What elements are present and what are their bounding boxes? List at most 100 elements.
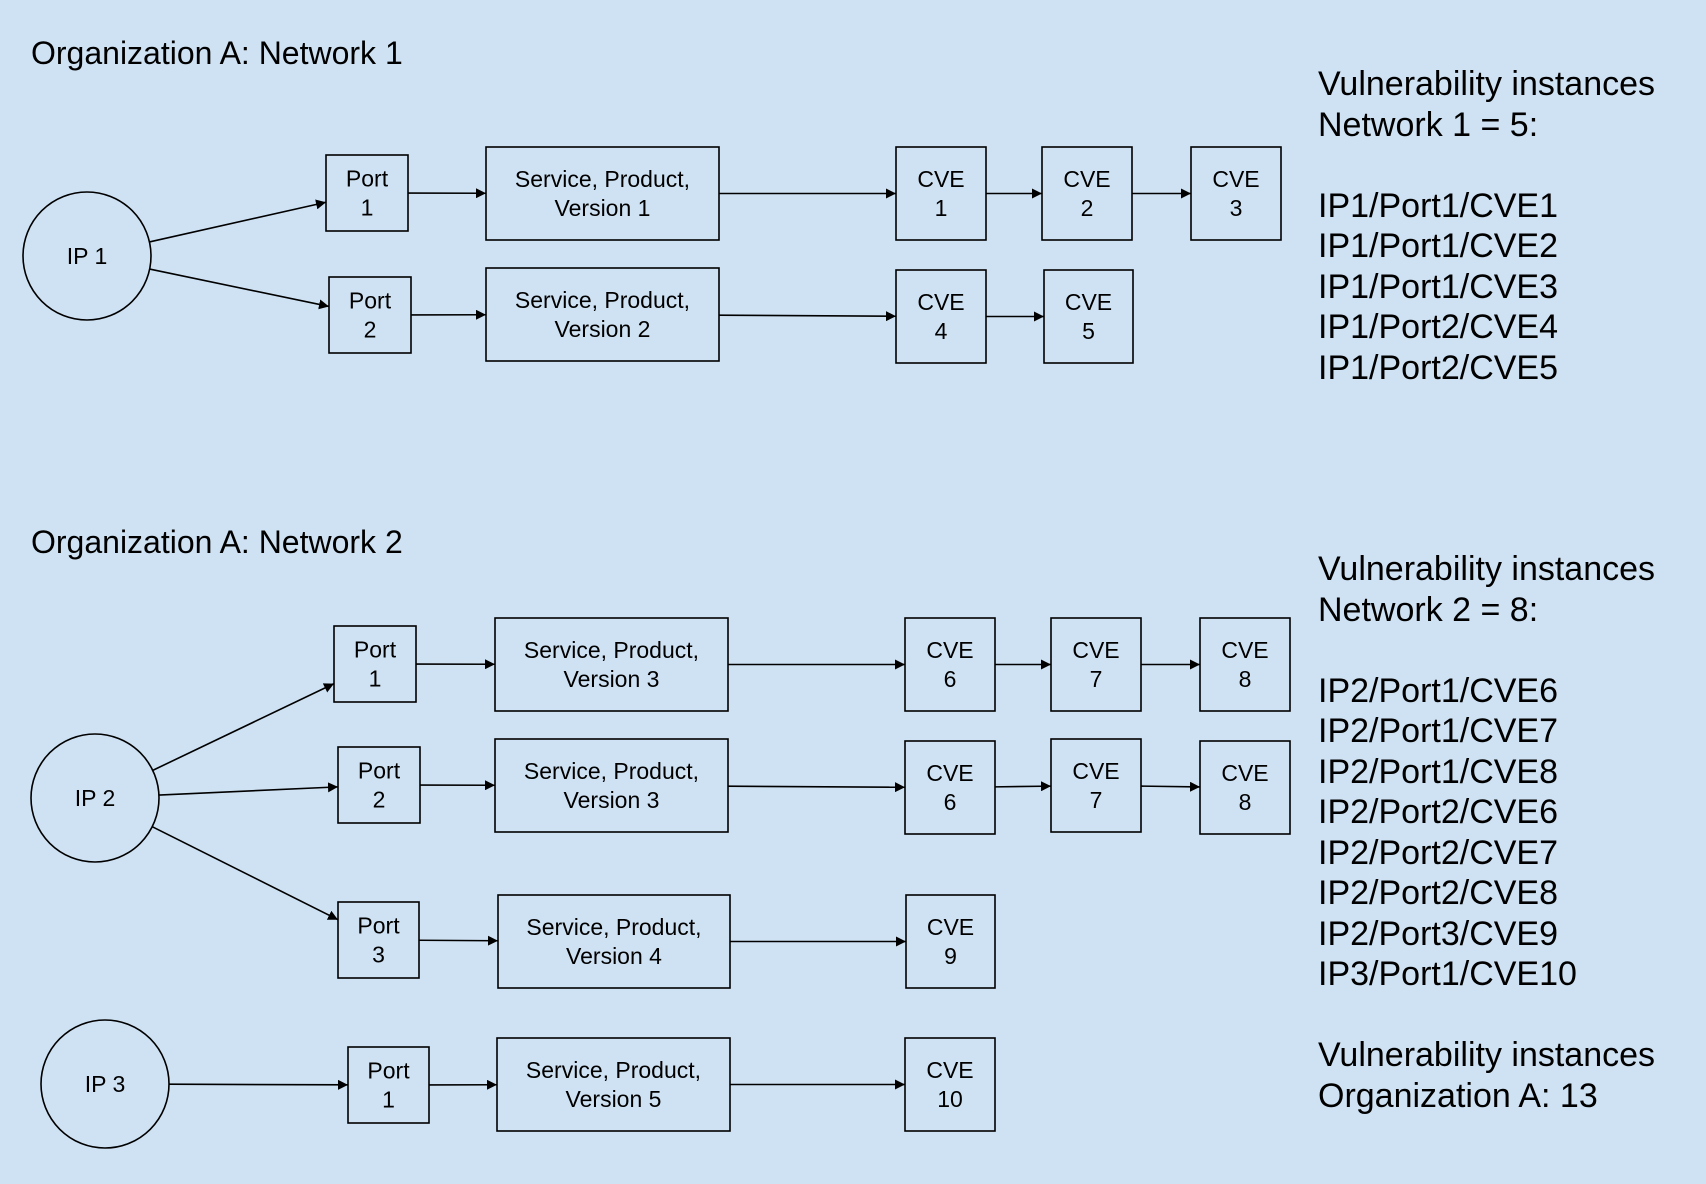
cve-label: CVE xyxy=(926,760,973,786)
cve-shape xyxy=(904,740,996,835)
instance-line: IP1/Port1/CVE2 xyxy=(1318,227,1559,265)
edge-arrow-n2s2-to-cve6b xyxy=(727,782,906,793)
cve-label: CVE xyxy=(917,289,964,315)
cve-node-cve8a: CVE8 xyxy=(1199,617,1291,712)
port-label: 1 xyxy=(382,1087,395,1113)
summary-title-line: Vulnerability instances xyxy=(1318,550,1656,588)
service-label: Service, Product, xyxy=(526,1057,701,1083)
edge-arrow-ip1-to-n1p2 xyxy=(149,268,330,310)
cve-label: CVE xyxy=(1212,166,1259,192)
port-label: 1 xyxy=(369,666,382,692)
summary-count-line: Network 2 = 8: xyxy=(1318,590,1539,629)
cve-node-cve4: CVE4 xyxy=(895,269,987,364)
port-node-n2p1: Port 1 xyxy=(333,625,417,703)
cve-shape xyxy=(1050,617,1142,712)
cve-shape xyxy=(904,1037,996,1132)
cve-shape xyxy=(1050,738,1142,833)
port-node-n1p2: Port 2 xyxy=(328,276,412,354)
cve-label: 6 xyxy=(944,666,957,692)
port-node-n2p2: Port2 xyxy=(337,746,421,824)
summary-spacer xyxy=(1318,145,1655,186)
cve-label: 2 xyxy=(1081,195,1094,221)
edge-arrow-n2p3-to-n2s3 xyxy=(418,935,499,946)
service-label: Version 2 xyxy=(555,316,651,342)
instance-line: IP3/Port1/CVE10 xyxy=(1318,955,1577,993)
organization-summary: Vulnerability instances Organization A: … xyxy=(1318,1035,1655,1116)
cve-node-cve7b: CVE7 xyxy=(1050,738,1142,833)
cve-shape xyxy=(895,269,987,364)
service-shape xyxy=(494,617,729,712)
instance-line: IP2/Port1/CVE7 xyxy=(1318,712,1559,750)
port-label: Port xyxy=(367,1058,410,1084)
ip-node-ip3: IP 3 xyxy=(40,1019,170,1149)
cve-shape xyxy=(1190,146,1282,241)
port-label: Port xyxy=(358,758,401,784)
service-shape xyxy=(496,1037,731,1132)
instance-line: IP1/Port1/CVE3 xyxy=(1318,267,1559,306)
service-label: Version 4 xyxy=(566,943,662,969)
service-label: Service, Product, xyxy=(524,758,699,784)
service-label: Service, Product, xyxy=(524,637,699,663)
cve-label: CVE xyxy=(926,1057,973,1083)
network-1-title: Organization A: Network 1 xyxy=(31,35,403,71)
port-shape xyxy=(337,901,420,979)
service-label: Service, Product, xyxy=(515,166,690,192)
cve-node-cve6b: CVE6 xyxy=(904,740,996,835)
cve-label: CVE xyxy=(927,914,974,940)
ip-node-ip1: IP 1 xyxy=(22,191,152,321)
port-shape xyxy=(333,625,417,703)
port-label: Port xyxy=(354,637,397,663)
service-node-n1s2: Service, Product,Version 2 xyxy=(485,267,720,362)
instance-line: IP2/Port2/CVE7 xyxy=(1318,833,1559,872)
summary-spacer xyxy=(1318,630,1655,671)
ip-label: IP 2 xyxy=(75,785,116,811)
cve-label: 3 xyxy=(1230,195,1243,221)
edge-arrow-ip2-to-n2p2 xyxy=(158,782,339,796)
cve-node-cve10: CVE 10 xyxy=(904,1037,996,1132)
instance-line: IP2/Port1/CVE8 xyxy=(1318,752,1559,791)
cve-label: CVE xyxy=(1221,760,1268,786)
edge-arrow-ip2-to-n2p1 xyxy=(152,682,335,772)
cve-label: 9 xyxy=(944,943,957,969)
cve-node-cve8b: CVE8 xyxy=(1199,740,1291,835)
cve-label: 7 xyxy=(1090,666,1103,692)
summary-title-line: Vulnerability instances xyxy=(1318,65,1656,103)
port-label: Port xyxy=(346,166,389,192)
instance-line: IP1/Port2/CVE4 xyxy=(1318,308,1559,346)
edge-arrow-cve6b-to-cve7b xyxy=(994,781,1052,792)
edge-arrow-n1s2-to-cve4 xyxy=(718,311,897,322)
cve-label: CVE xyxy=(917,166,964,192)
cve-label: CVE xyxy=(1221,637,1268,663)
ip-label: IP 3 xyxy=(85,1071,126,1097)
port-node-n1p1: Port1 xyxy=(325,154,409,232)
ip-shape xyxy=(40,1019,170,1149)
cve-node-cve6a: CVE6 xyxy=(904,617,996,712)
cve-label: 10 xyxy=(937,1086,963,1112)
ip-label: IP 1 xyxy=(67,243,108,269)
port-label: Port xyxy=(349,288,392,314)
ip-node-ip2: IP 2 xyxy=(30,733,160,863)
edges-layer xyxy=(149,188,1201,1090)
port-shape xyxy=(328,276,412,354)
network-1-summary: Vulnerability instances Network 1 = 5: I… xyxy=(1318,64,1655,388)
port-shape xyxy=(325,154,409,232)
cve-node-cve3: CVE 3 xyxy=(1190,146,1282,241)
cve-label: CVE xyxy=(1065,289,1112,315)
ip-shape xyxy=(30,733,160,863)
cve-node-cve1: CVE1 xyxy=(895,146,987,241)
cve-label: CVE xyxy=(1072,637,1119,663)
service-node-n2s2: Service, Product,Version 3 xyxy=(494,738,729,833)
instance-line: IP2/Port1/CVE6 xyxy=(1318,671,1559,710)
network-2-summary: Vulnerability instances Network 2 = 8: I… xyxy=(1318,549,1655,995)
service-label: Version 5 xyxy=(566,1086,662,1112)
edge-arrow-ip2-to-n2p3 xyxy=(151,825,339,921)
edge-arrow-ip3-to-n3p1 xyxy=(168,1079,349,1090)
instance-line: IP2/Port2/CVE8 xyxy=(1318,874,1559,912)
cve-label: 7 xyxy=(1090,787,1103,813)
port-label: 2 xyxy=(364,317,377,343)
cve-shape xyxy=(1041,146,1133,241)
service-label: Version 3 xyxy=(564,666,660,692)
cve-shape xyxy=(1199,617,1291,712)
